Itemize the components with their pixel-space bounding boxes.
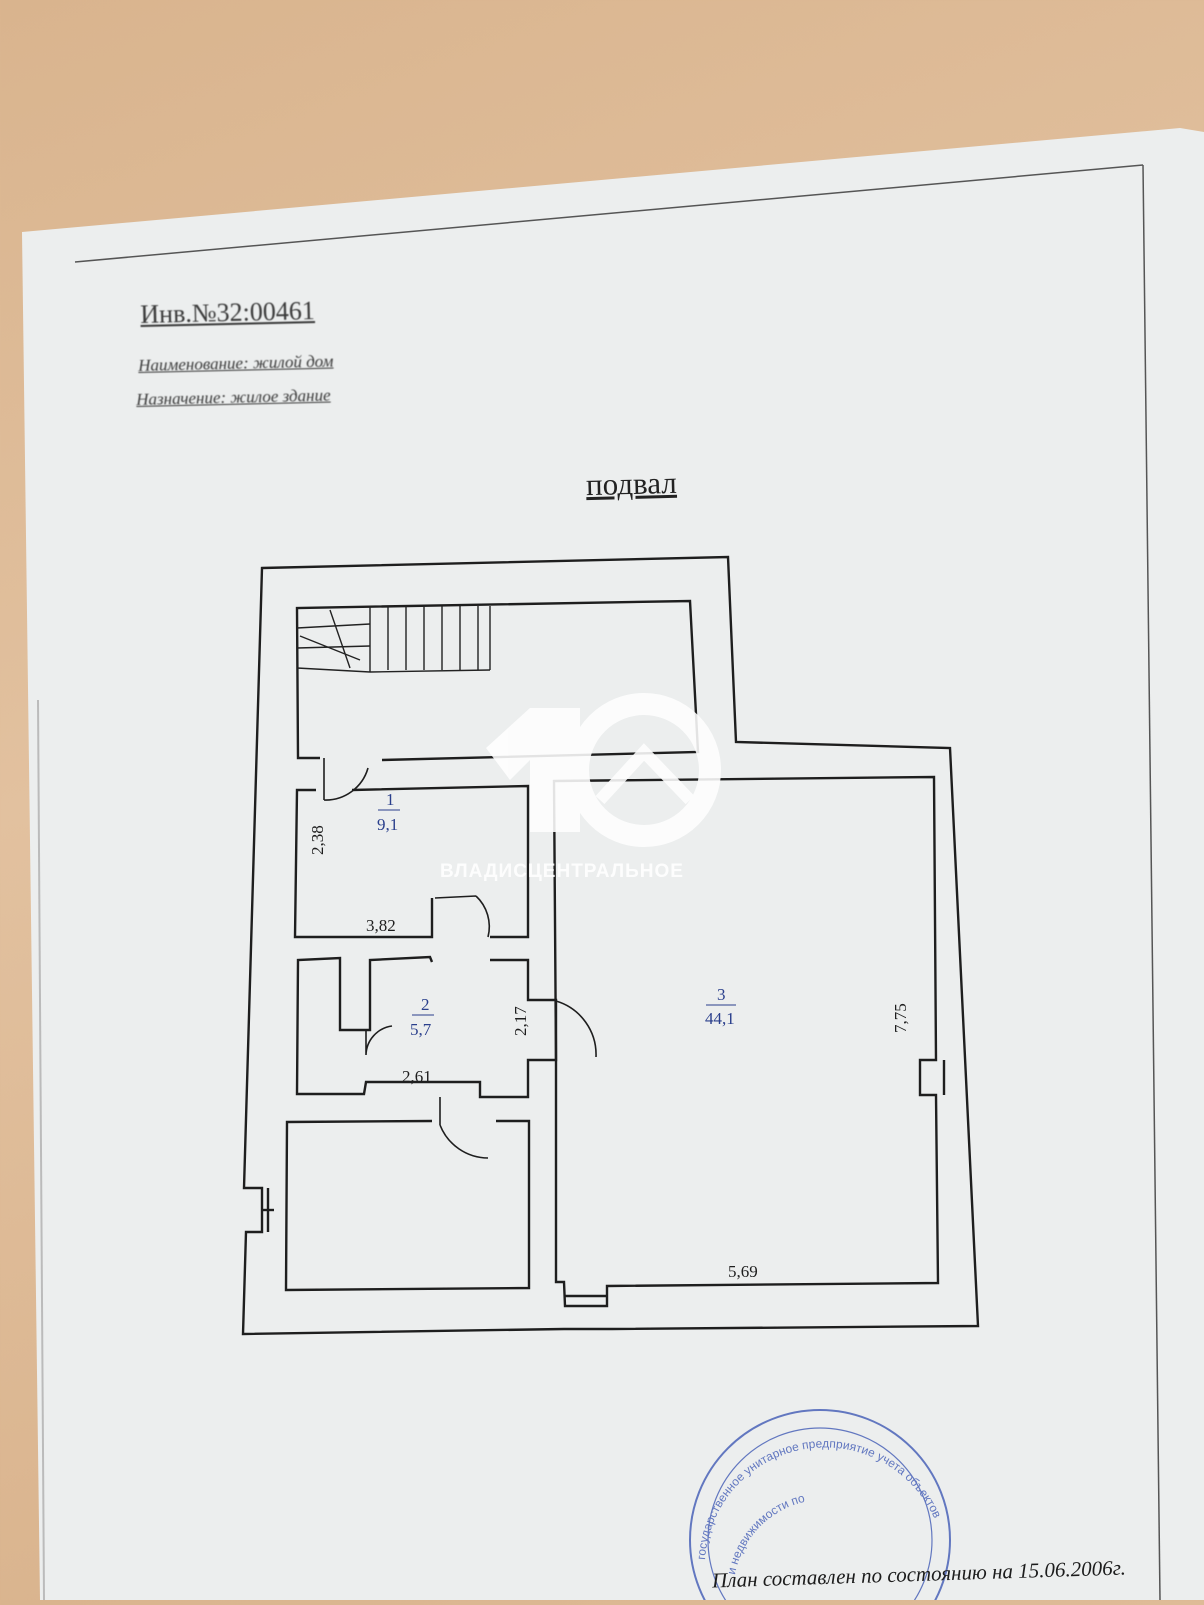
room-2-number: 2 bbox=[421, 995, 430, 1014]
dimension-2-61: 2,61 bbox=[402, 1067, 432, 1086]
room-1-area: 9,1 bbox=[377, 815, 398, 834]
room-1-wall-top bbox=[351, 784, 530, 939]
stamp-seal: государственное унитарное предприятие уч… bbox=[0, 0, 951, 1600]
room-3-number: 3 bbox=[717, 985, 726, 1004]
dimension-7-75: 7,75 bbox=[891, 1003, 910, 1033]
watermark-text: ВЛАДИСЦЕНТРАЛЬНОЕ bbox=[440, 861, 684, 882]
dimension-3-82: 3,82 bbox=[366, 916, 396, 935]
staircase bbox=[296, 606, 491, 673]
room-2-area: 5,7 bbox=[410, 1020, 432, 1039]
door-closet bbox=[365, 1025, 393, 1056]
room-3-area: 44,1 bbox=[705, 1009, 735, 1028]
door-bottom-room bbox=[439, 1097, 489, 1159]
watermark-logo bbox=[486, 693, 721, 847]
svg-text:и недвижимости по: и недвижимости по bbox=[724, 1491, 806, 1576]
outer-wall-outline bbox=[241, 555, 980, 1336]
stamp-inner-text: и недвижимости по bbox=[724, 1491, 806, 1576]
dimension-5-69: 5,69 bbox=[728, 1262, 758, 1281]
room-1-number: 1 bbox=[386, 790, 395, 809]
door-room-3 bbox=[555, 1000, 597, 1060]
dimension-2-17: 2,17 bbox=[511, 1006, 530, 1036]
room-3-wall bbox=[552, 775, 940, 1308]
dimension-2-38: 2,38 bbox=[308, 825, 327, 855]
room-1-wall bbox=[293, 788, 434, 939]
door-room-1-bottom bbox=[434, 895, 491, 938]
door-room-1 bbox=[323, 758, 369, 801]
bottom-left-room-wall bbox=[284, 1119, 531, 1292]
